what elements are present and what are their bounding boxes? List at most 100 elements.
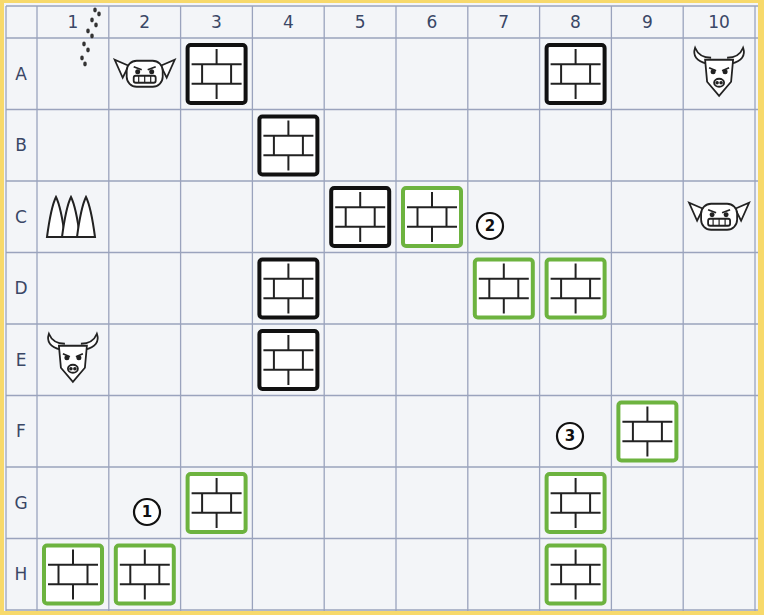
grid-line xyxy=(539,6,540,611)
brick-line xyxy=(87,565,89,584)
eye xyxy=(150,70,153,73)
footprint-dot xyxy=(83,62,87,67)
brick-line xyxy=(560,565,562,584)
brick-line xyxy=(575,264,577,279)
brick-line xyxy=(646,441,648,456)
row-label: A xyxy=(15,64,27,84)
brick-line xyxy=(431,227,433,242)
block-outline xyxy=(618,403,676,461)
row-label: H xyxy=(15,564,28,584)
callout-circle xyxy=(134,499,160,525)
teeth xyxy=(713,219,725,226)
grid-line xyxy=(467,6,468,611)
column-label: 5 xyxy=(355,12,366,32)
block-outline xyxy=(259,260,317,318)
row-label: D xyxy=(14,278,27,298)
brick-line xyxy=(589,64,591,83)
grid-line xyxy=(6,252,758,253)
green-block xyxy=(403,188,461,246)
brick-line xyxy=(201,64,203,83)
brick-line xyxy=(560,64,562,83)
grid-line xyxy=(108,6,109,611)
grid-line xyxy=(252,6,253,611)
callout-circle xyxy=(557,423,583,449)
grid-line xyxy=(6,37,758,38)
column-label: 10 xyxy=(708,12,730,32)
green-block xyxy=(618,403,676,461)
footprint-dot xyxy=(94,23,98,28)
brick-line xyxy=(287,298,289,313)
column-label: 6 xyxy=(426,12,437,32)
green-block xyxy=(547,546,605,604)
brick-line xyxy=(503,264,505,279)
brick-line xyxy=(359,192,361,207)
callout-circle xyxy=(477,213,503,239)
block-outline xyxy=(259,117,317,175)
block-outline xyxy=(547,546,605,604)
grid-line xyxy=(324,6,325,611)
grid-line xyxy=(180,6,181,611)
green-block xyxy=(116,546,174,604)
spike-trap xyxy=(47,197,95,237)
brick-line xyxy=(273,350,275,369)
brick-line xyxy=(589,279,591,298)
grid-line xyxy=(6,5,758,6)
eye xyxy=(725,213,728,216)
block-outline xyxy=(403,188,461,246)
callout-number: 3 xyxy=(565,426,575,446)
face xyxy=(705,60,733,96)
wall-block xyxy=(188,45,246,103)
block-outline xyxy=(116,546,174,604)
brick-line xyxy=(287,264,289,279)
brick-line xyxy=(417,207,419,226)
brick-line xyxy=(216,84,218,99)
grid-line xyxy=(6,609,758,610)
green-block xyxy=(547,474,605,532)
footprint-dot xyxy=(90,18,94,23)
grid-line xyxy=(395,6,396,611)
block-outline xyxy=(475,260,533,318)
brick-line xyxy=(560,493,562,512)
grid-line xyxy=(5,6,6,611)
brick-line xyxy=(273,136,275,155)
column-label: 7 xyxy=(498,12,509,32)
brick-line xyxy=(216,513,218,528)
paper-ground xyxy=(4,3,758,611)
grid-line xyxy=(6,538,758,539)
brick-line xyxy=(589,493,591,512)
footprint-dot xyxy=(80,56,84,61)
brick-line xyxy=(345,207,347,226)
brick-line xyxy=(287,335,289,350)
mouth xyxy=(134,76,156,83)
brick-line xyxy=(230,493,232,512)
grid-line xyxy=(6,395,758,396)
brick-line xyxy=(431,192,433,207)
brick-line xyxy=(575,49,577,64)
block-outline xyxy=(331,188,389,246)
brick-line xyxy=(287,121,289,136)
brick-line xyxy=(359,227,361,242)
horned-monster xyxy=(48,334,98,382)
footprints xyxy=(80,8,101,67)
brick-line xyxy=(287,370,289,385)
wall-block xyxy=(259,331,317,389)
footprint-dot xyxy=(86,29,90,34)
block-outline xyxy=(188,474,246,532)
goblin-monster xyxy=(689,203,749,230)
brick-line xyxy=(661,422,663,441)
nostril xyxy=(74,368,76,370)
brick-line xyxy=(575,478,577,493)
brows xyxy=(708,210,730,213)
grid-lines xyxy=(6,6,758,611)
wall-block xyxy=(547,45,605,103)
footprint-dot xyxy=(90,34,94,39)
face xyxy=(59,346,87,382)
face xyxy=(127,61,163,87)
brick-line xyxy=(273,279,275,298)
snout xyxy=(68,365,78,373)
callout-number: 2 xyxy=(485,216,495,236)
teeth xyxy=(139,76,151,83)
brick-line xyxy=(517,279,519,298)
brick-line xyxy=(302,350,304,369)
